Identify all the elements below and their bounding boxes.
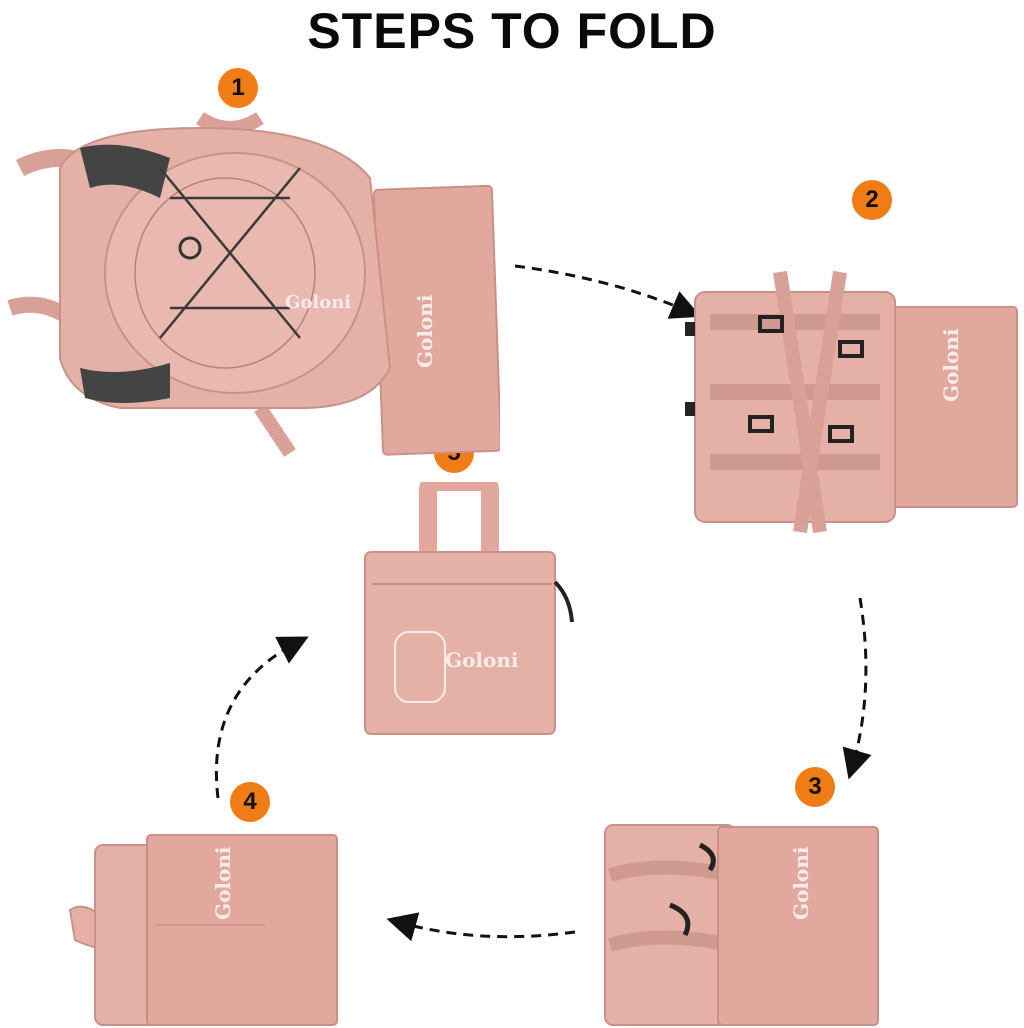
step-4-badge: 4 [230,782,270,822]
step-1-backpack: Goloni Goloni [0,108,500,458]
step-3-badge: 3 [795,767,835,807]
step-1-badge: 1 [218,68,258,108]
step-3-backpack: Goloni [600,815,890,1028]
step-5-pouch: Goloni [360,482,580,737]
step-2-backpack: Goloni [680,252,1024,552]
step-3-brand-label: Goloni [789,846,813,920]
step-4-brand-label: Goloni [211,846,235,920]
arrow-1-to-2 [514,264,702,319]
step-5-brand-label: Goloni [445,648,519,672]
arrow-4-to-5 [214,636,309,799]
arrow-2-to-3 [842,597,872,780]
step-4-backpack: Goloni [65,830,340,1028]
step-1-brand-label: Goloni [285,292,351,313]
step-2-badge: 2 [852,180,892,220]
arrow-3-to-4 [386,912,576,942]
step-2-brand-label: Goloni [939,328,963,402]
step-1-pouch-brand-label: Goloni [413,294,437,368]
page-title: STEPS TO FOLD [307,3,717,59]
